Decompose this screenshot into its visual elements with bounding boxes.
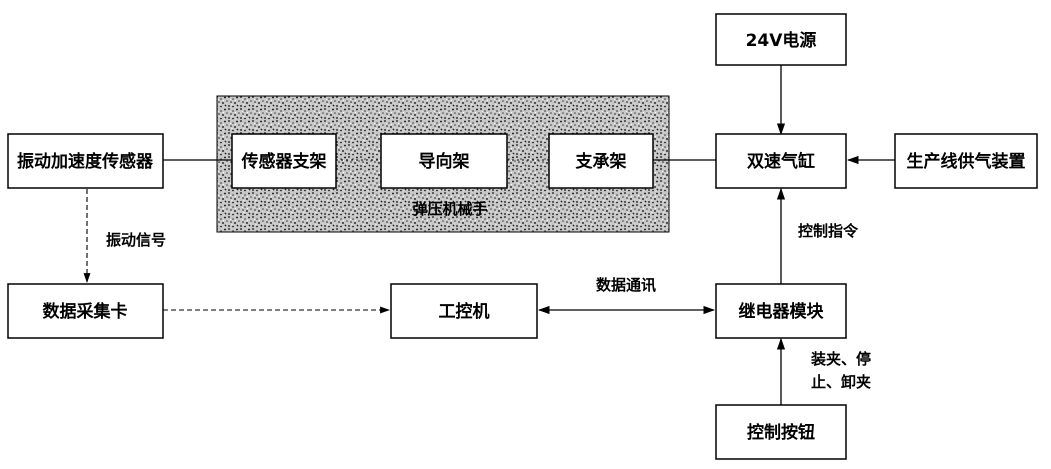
daq-card-node: 数据采集卡	[7, 283, 164, 339]
power-supply-label: 24V电源	[746, 30, 817, 51]
manipulator-label: 弹压机械手	[412, 200, 487, 218]
daq-card-label: 数据采集卡	[43, 301, 128, 322]
button-actions-line1: 装夹、停	[810, 350, 871, 368]
support-frame-node: 支承架	[548, 133, 654, 189]
dual-speed-cylinder-node: 双速气缸	[715, 133, 847, 189]
button-actions-line2: 止、卸夹	[811, 373, 871, 391]
control-buttons-node: 控制按钮	[715, 404, 847, 460]
control-buttons-label: 控制按钮	[747, 422, 815, 443]
vibration-sensor-label: 振动加速度传感器	[17, 151, 154, 172]
relay-module-node: 继电器模块	[715, 283, 847, 339]
support-frame-label: 支承架	[576, 151, 627, 172]
air-supply-node: 生产线供气装置	[894, 133, 1038, 189]
ipc-node: 工控机	[390, 283, 538, 339]
ipc-label: 工控机	[439, 301, 490, 322]
vibration-signal-label: 振动信号	[106, 231, 166, 249]
dual-speed-cylinder-label: 双速气缸	[747, 151, 815, 172]
vibration-sensor-node: 振动加速度传感器	[7, 133, 164, 189]
power-supply-node: 24V电源	[715, 13, 847, 66]
control-command-label: 控制指令	[798, 222, 859, 240]
guide-frame-label: 导向架	[419, 151, 470, 172]
sensor-bracket-label: 传感器支架	[241, 151, 327, 172]
air-supply-label: 生产线供气装置	[907, 151, 1026, 172]
sensor-bracket-node: 传感器支架	[231, 133, 337, 189]
data-comm-label: 数据通讯	[596, 276, 656, 294]
guide-frame-node: 导向架	[380, 133, 508, 189]
relay-module-label: 继电器模块	[739, 301, 825, 322]
